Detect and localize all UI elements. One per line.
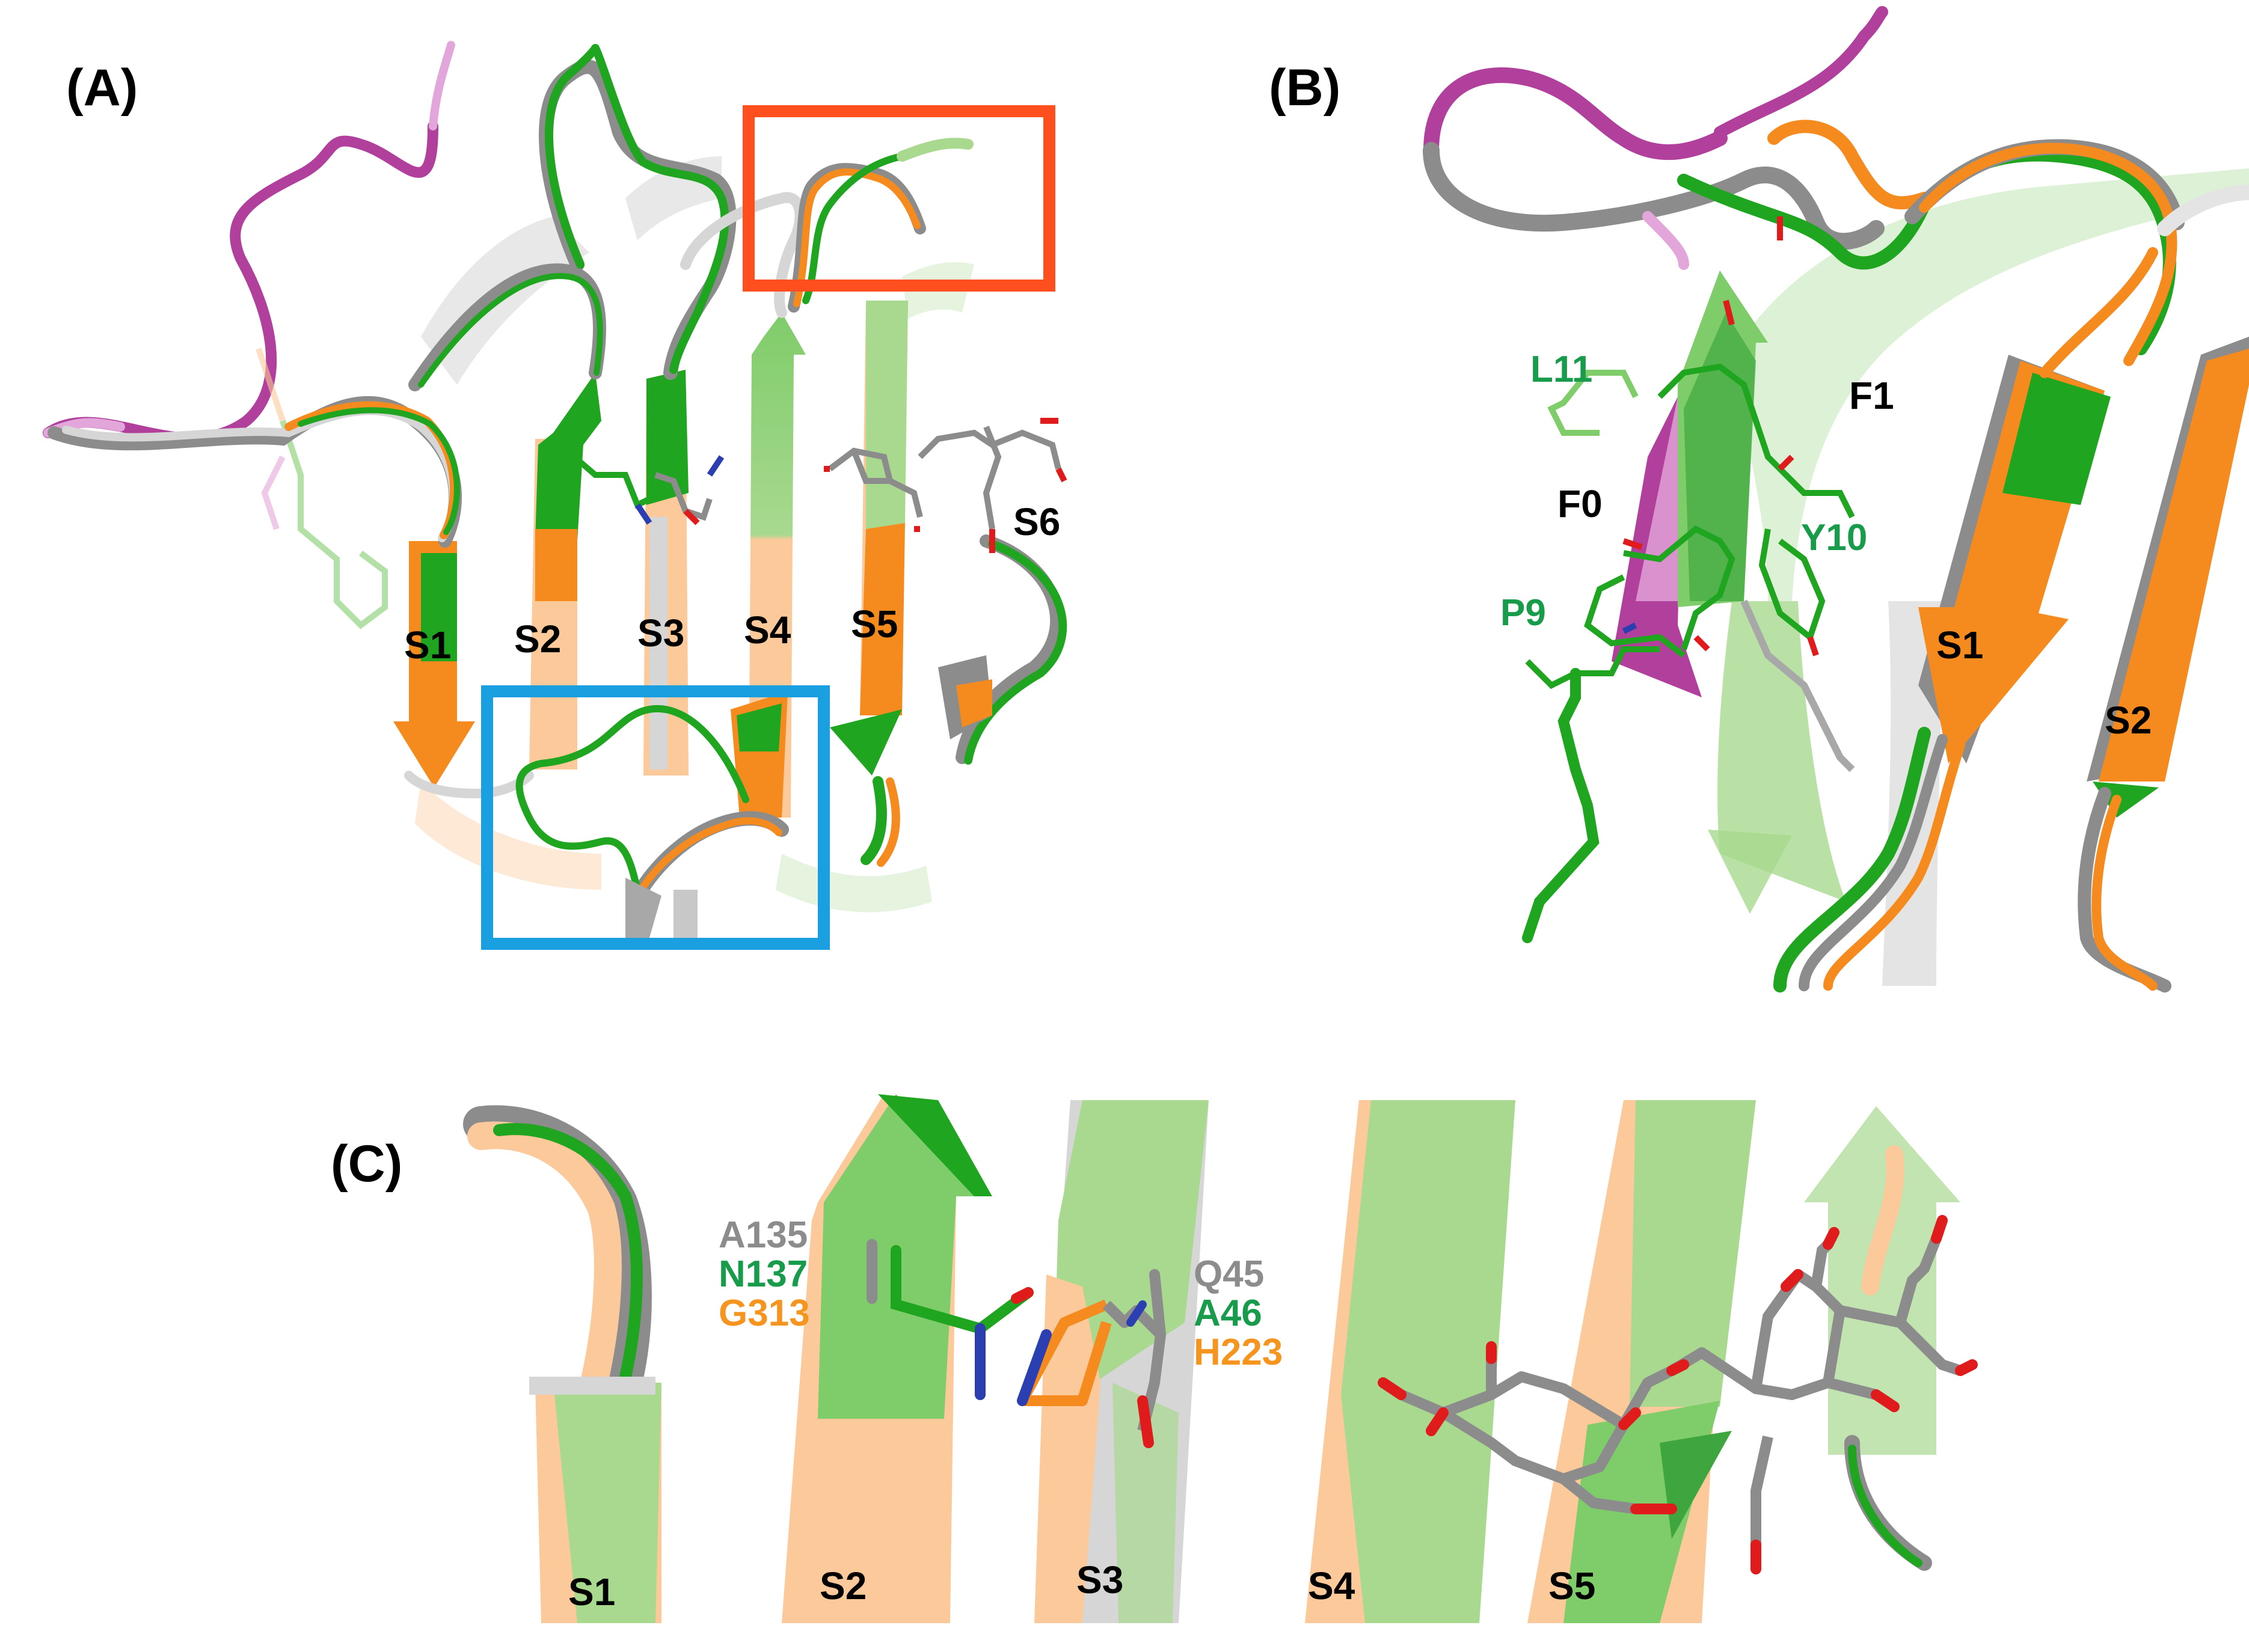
panel-a-label: (A): [66, 59, 138, 117]
panel-a-strand-s2: [529, 373, 601, 769]
panel-c-residue-h223: H223: [1194, 1332, 1283, 1373]
panel-a-sugar-sticks: [824, 418, 1067, 553]
panel-a-label-s2: S2: [514, 617, 561, 661]
panel-c-sticks-left: [867, 1239, 1034, 1400]
panel-c-residue-g313: G313: [719, 1293, 810, 1334]
panel-c-strand-s4: [1305, 1100, 1515, 1623]
panel-b-label-s2: S2: [2105, 699, 2152, 742]
panel-a-strand-s1: [393, 541, 475, 788]
panel-b-residue-l11: L11: [1530, 349, 1592, 390]
panel-b-label-f0: F0: [1557, 482, 1603, 525]
panel-c-label-s4: S4: [1308, 1564, 1355, 1608]
panel-c-residue-a46: A46: [1194, 1293, 1262, 1334]
panel-b: (B) F1 F0 S1 S2 L11 Y10 P9: [1269, 6, 2249, 993]
panel-a-strand-s6-loop: [861, 534, 1067, 867]
panel-a-strand-s4: [731, 313, 806, 818]
panel-a: (A) S1 S2 S3 S4 S5 S6: [43, 41, 1067, 950]
panel-b-strand-s2: [2087, 337, 2249, 818]
panel-c-sugar-sticks: [1378, 1215, 1978, 1574]
panel-a-orange-box: [743, 105, 1055, 292]
panel-b-label-s1: S1: [1936, 623, 1983, 667]
panel-b-label-f1: F1: [1849, 374, 1894, 417]
panel-c-strand-s1: [463, 1105, 661, 1623]
panel-b-top-loop: [1423, 6, 2249, 378]
panel-a-faded-sidechain: [256, 347, 388, 629]
panel-c-residue-q45: Q45: [1194, 1253, 1264, 1295]
panel-a-label-s3: S3: [637, 611, 684, 655]
panel-b-residue-y10: Y10: [1801, 517, 1867, 558]
panel-c-label-s1: S1: [568, 1570, 615, 1614]
panel-b-strand-s1: [1918, 355, 2111, 763]
panel-a-label-s1: S1: [404, 623, 451, 667]
panel-a-label-s4: S4: [744, 608, 791, 652]
panel-c-label-s2: S2: [820, 1564, 867, 1608]
panel-a-label-s5: S5: [851, 602, 898, 646]
panel-c-residue-a135: A135: [719, 1214, 808, 1256]
panel-a-label-s6: S6: [1013, 500, 1060, 543]
panel-c-right-sheet: [1804, 1106, 1960, 1571]
panel-b-sticks: [1522, 216, 1855, 943]
panel-c-strand-s2: [782, 1094, 992, 1623]
panel-b-label: (B): [1269, 59, 1340, 117]
panel-a-blue-box: [481, 685, 830, 950]
panel-c-label-s5: S5: [1548, 1564, 1595, 1608]
panel-a-sticks-center: [572, 454, 725, 525]
panel-a-strand-s5: [830, 301, 908, 776]
panel-c: (C) S1 S2 S3 S4 S5 A135 N137 G313 Q45 A4…: [331, 1094, 1978, 1623]
panel-c-label: (C): [331, 1135, 402, 1193]
panel-c-strand-s3: [1034, 1100, 1209, 1623]
panel-c-residue-n137: N137: [719, 1253, 808, 1295]
panel-a-loops: [48, 44, 974, 799]
panel-a-blue-box-loop: [515, 705, 789, 938]
panel-b-bottom-loops: [1773, 727, 2171, 993]
panel-c-sticks-right: [1017, 1269, 1166, 1448]
panel-b-residue-p9: P9: [1500, 592, 1546, 634]
panel-c-label-s3: S3: [1076, 1558, 1123, 1602]
